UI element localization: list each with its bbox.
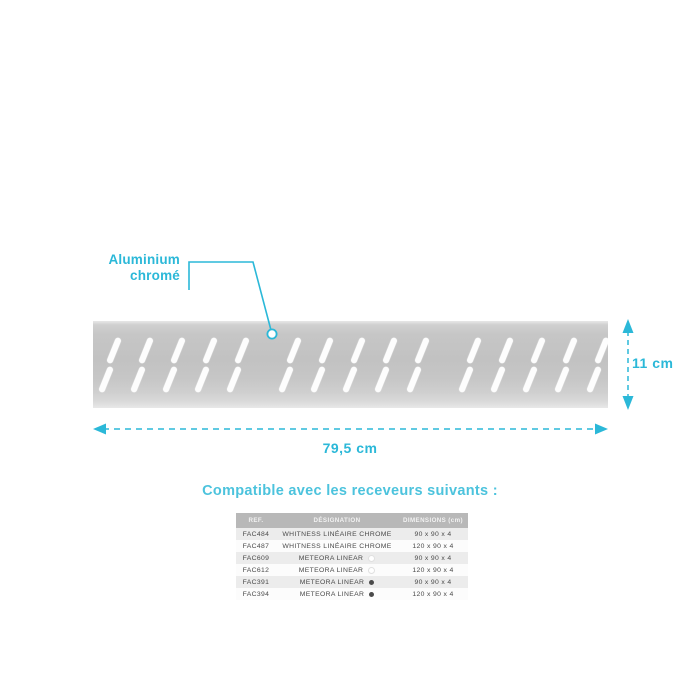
- cell-dimensions: 90 x 90 x 4: [398, 552, 468, 564]
- grate-slot: [202, 336, 218, 365]
- cell-designation: METEORA LINEAR: [276, 564, 398, 576]
- table-row: FAC487 WHITNESS LINÉAIRE CHROME 120 x 90 x…: [236, 540, 468, 552]
- cell-dimensions: 90 x 90 x 4: [398, 528, 468, 540]
- designation-text: METEORA LINEAR: [299, 590, 365, 598]
- column-header-ref: REF.: [236, 513, 276, 528]
- height-dimension-label: 11 cm: [632, 355, 674, 371]
- designation-text: METEORA LINEAR: [298, 566, 364, 574]
- cell-designation: METEORA LINEAR: [276, 552, 398, 564]
- table-header-row: REF. DÉSIGNATION DIMENSIONS (cm): [236, 513, 468, 528]
- grate-slot: [414, 336, 430, 365]
- table-row: FAC394 METEORA LINEAR 120 x 90 x 4: [236, 588, 468, 600]
- table-row: FAC484 WHITNESS LINÉAIRE CHROME 90 x 90 x …: [236, 528, 468, 540]
- shower-drain-grate: [93, 321, 608, 408]
- grate-slot: [530, 336, 546, 365]
- finish-marker-dot-icon: [368, 554, 376, 562]
- designation-text: WHITNESS LINÉAIRE CHROME: [282, 530, 392, 538]
- grate-slot: [286, 336, 302, 365]
- grate-slot: [458, 365, 474, 394]
- grate-slot: [278, 365, 294, 394]
- grate-slot: [342, 365, 358, 394]
- cell-ref: FAC484: [236, 528, 276, 540]
- callout-label-material: Aluminium chromé: [108, 252, 180, 283]
- grate-slot: [498, 336, 514, 365]
- cell-ref: FAC612: [236, 564, 276, 576]
- compatibility-title: Compatible avec les receveurs suivants :: [202, 483, 498, 499]
- cell-ref: FAC487: [236, 540, 276, 552]
- grate-slot: [490, 365, 506, 394]
- cell-designation: METEORA LINEAR: [276, 588, 398, 600]
- column-header-designation: DÉSIGNATION: [276, 513, 398, 528]
- cell-designation: WHITNESS LINÉAIRE CHROME: [276, 528, 398, 540]
- cell-dimensions: 90 x 90 x 4: [398, 576, 468, 588]
- grate-slot: [350, 336, 366, 365]
- width-dimension-label: 79,5 cm: [322, 440, 378, 456]
- finish-marker-dot-icon: [369, 591, 375, 597]
- grate-slot: [562, 336, 578, 365]
- cell-dimensions: 120 x 90 x 4: [398, 540, 468, 552]
- table-row: FAC391 METEORA LINEAR 90 x 90 x 4: [236, 576, 468, 588]
- cell-dimensions: 120 x 90 x 4: [398, 588, 468, 600]
- grate-slot: [194, 365, 210, 394]
- grate-slot: [138, 336, 154, 365]
- finish-marker-dot-icon: [368, 566, 376, 574]
- finish-marker-dot-icon: [369, 579, 375, 585]
- grate-slot: [406, 365, 422, 394]
- height-arrow-top-icon: [622, 319, 634, 333]
- cell-dimensions: 120 x 90 x 4: [398, 564, 468, 576]
- designation-text: WHITNESS LINÉAIRE CHROME: [282, 542, 392, 550]
- grate-slot: [318, 336, 334, 365]
- cell-ref: FAC394: [236, 588, 276, 600]
- width-arrow-left-icon: [93, 423, 106, 435]
- grate-slot: [162, 365, 178, 394]
- height-arrow-bottom-icon: [622, 396, 634, 410]
- cell-designation: METEORA LINEAR: [276, 576, 398, 588]
- designation-text: METEORA LINEAR: [299, 578, 365, 586]
- grate-slot: [586, 365, 602, 394]
- designation-text: METEORA LINEAR: [298, 554, 364, 562]
- grate-slot: [106, 336, 122, 365]
- table-row: FAC612 METEORA LINEAR 120 x 90 x 4: [236, 564, 468, 576]
- grate-slot: [98, 365, 114, 394]
- grate-slot: [234, 336, 250, 365]
- column-header-dimensions: DIMENSIONS (cm): [398, 513, 468, 528]
- grate-slot: [226, 365, 242, 394]
- grate-slot: [130, 365, 146, 394]
- grate-slot: [310, 365, 326, 394]
- grate-slot: [170, 336, 186, 365]
- grate-slot: [594, 336, 608, 365]
- grate-slot: [466, 336, 482, 365]
- cell-designation: WHITNESS LINÉAIRE CHROME: [276, 540, 398, 552]
- cell-ref: FAC609: [236, 552, 276, 564]
- grate-slot: [554, 365, 570, 394]
- cell-ref: FAC391: [236, 576, 276, 588]
- grate-slot: [382, 336, 398, 365]
- grate-slot: [522, 365, 538, 394]
- width-arrow-right-icon: [595, 423, 608, 435]
- table-row: FAC609 METEORA LINEAR 90 x 90 x 4: [236, 552, 468, 564]
- grate-slot: [374, 365, 390, 394]
